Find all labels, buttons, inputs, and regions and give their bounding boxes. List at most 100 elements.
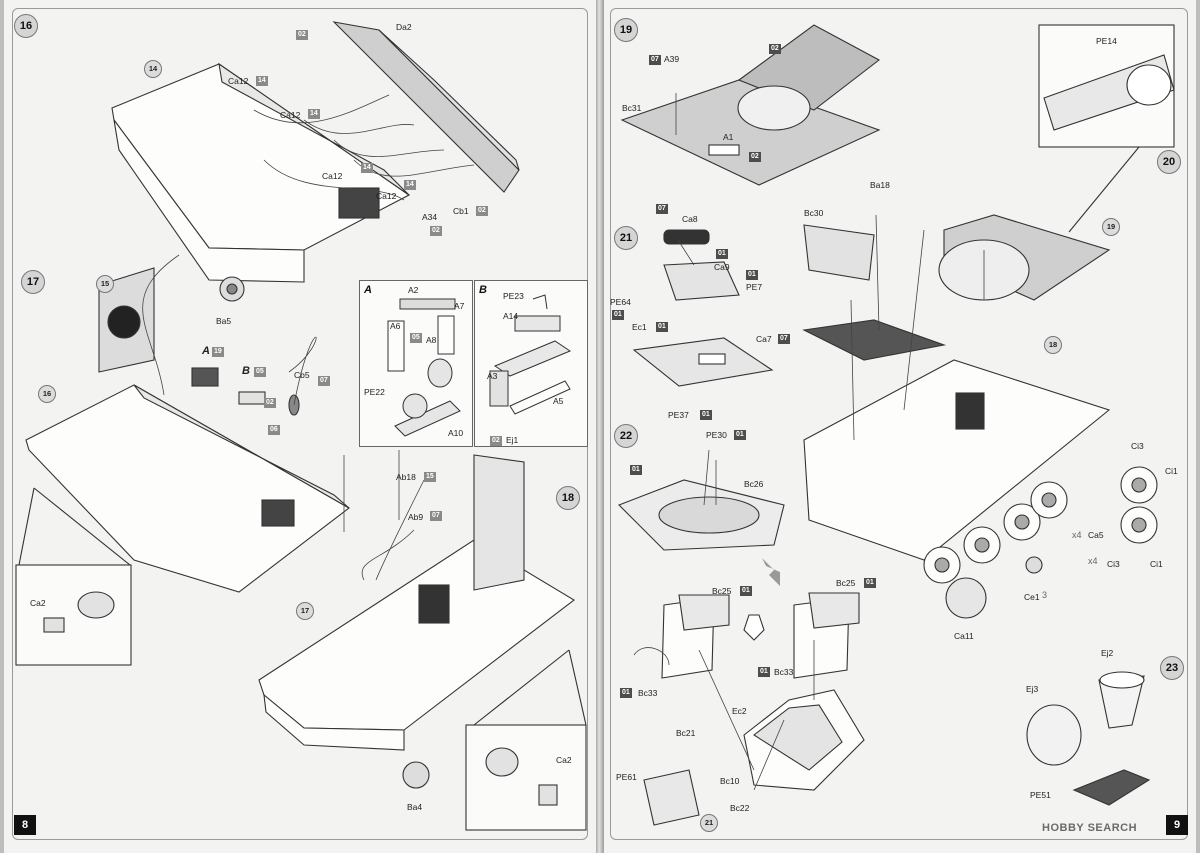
- part-ref-15: 15: [96, 275, 114, 293]
- part-label: Ca12: [376, 191, 397, 201]
- page-number: 9: [1166, 815, 1188, 835]
- part-label: Ej2: [1101, 648, 1114, 658]
- part-label: Ba5: [216, 316, 232, 326]
- part-label: A34: [422, 212, 438, 222]
- watermark: HOBBY SEARCH: [1042, 822, 1138, 834]
- part-label: Bc25: [836, 578, 856, 588]
- sprue-tag: 07: [656, 204, 668, 214]
- part-label: Ba4: [407, 802, 423, 812]
- part-ref-17: 17: [296, 602, 314, 620]
- part-label: Ca2: [30, 598, 46, 608]
- sprue-tag: 01: [864, 578, 876, 588]
- subassembly-b-title: B: [479, 284, 487, 296]
- page-frame: [610, 8, 1188, 840]
- sprue-tag: 14: [404, 180, 416, 190]
- sprue-tag: 14: [308, 109, 320, 119]
- part-label: Ba18: [870, 180, 890, 190]
- part-ref-14: 14: [144, 60, 162, 78]
- part-label: Bc26: [744, 479, 764, 489]
- sprue-tag: 01: [620, 688, 632, 698]
- book-gutter: [596, 0, 604, 853]
- sprue-tag: 02: [296, 30, 308, 40]
- part-label: Bc33: [774, 667, 794, 677]
- part-label: A10: [448, 428, 464, 438]
- sprue-tag: 02: [749, 152, 761, 162]
- part-ref-21: 21: [700, 814, 718, 832]
- part-label: PE23: [503, 291, 524, 301]
- part-label: Ej3: [1026, 684, 1039, 694]
- part-label: Ce1: [1024, 592, 1040, 602]
- step-17-number: 17: [21, 270, 45, 294]
- part-label: A2: [408, 285, 419, 295]
- sprue-tag: 02: [430, 226, 442, 236]
- sprue-tag: 15: [424, 472, 436, 482]
- sprue-tag: 05: [254, 367, 266, 377]
- part-label: A3: [487, 371, 498, 381]
- part-label: PE61: [616, 772, 637, 782]
- step-22-number: 22: [614, 424, 638, 448]
- part-label: Ec2: [732, 706, 747, 716]
- sprue-tag: 05: [410, 333, 422, 343]
- part-label: PE30: [706, 430, 727, 440]
- part-label: Ca11: [954, 631, 974, 641]
- part-label: A8: [426, 335, 437, 345]
- part-label: Cb5: [294, 370, 310, 380]
- part-label: PE64: [610, 297, 631, 307]
- subassembly-a-box: A A2 A6 05 A7 A8 PE22 A10: [359, 280, 473, 447]
- part-label: Ab9: [408, 512, 424, 522]
- sprue-tag: 01: [656, 322, 668, 332]
- part-label: Bc30: [804, 208, 824, 218]
- sprue-tag: 01: [612, 310, 624, 320]
- sprue-tag: 02: [490, 436, 502, 446]
- part-label: Bc10: [720, 776, 740, 786]
- subassembly-a-title: A: [364, 284, 372, 296]
- part-label: Ci3: [1131, 441, 1144, 451]
- part-label: A7: [454, 301, 465, 311]
- sprue-tag: 02: [264, 398, 276, 408]
- part-label: PE37: [668, 410, 689, 420]
- sprue-tag: 01: [630, 465, 642, 475]
- part-label: A1: [723, 132, 734, 142]
- sprue-tag: 01: [734, 430, 746, 440]
- part-label: Ab18: [396, 472, 416, 482]
- step-18-number: 18: [556, 486, 580, 510]
- sprue-tag: 14: [256, 76, 268, 86]
- sprue-tag: 07: [649, 55, 661, 65]
- part-label: PE51: [1030, 790, 1051, 800]
- part-label: Da2: [396, 22, 412, 32]
- subassembly-ref-b: B: [242, 365, 250, 377]
- part-label: PE14: [1096, 36, 1117, 46]
- part-ref-16: 16: [38, 385, 56, 403]
- part-label: Ca2: [556, 755, 572, 765]
- part-label: Ec1: [632, 322, 647, 332]
- part-label: Ca8: [682, 214, 698, 224]
- part-label: Ca12: [280, 110, 301, 120]
- part-ref-19: 19: [1102, 218, 1120, 236]
- sprue-tag: 02: [769, 44, 781, 54]
- right-page: 19 07 A39 Bc31 02 A1 02 20 PE14 Ba18 Bc3…: [604, 0, 1196, 853]
- step-19-number: 19: [614, 18, 638, 42]
- quantity-marker: x4: [1072, 530, 1082, 540]
- sprue-tag: 07: [430, 511, 442, 521]
- sprue-tag: 01: [758, 667, 770, 677]
- subassembly-b-box: B PE23 A14 A3 A5: [474, 280, 588, 447]
- page-number: 8: [14, 815, 36, 835]
- part-ref-18: 18: [1044, 336, 1062, 354]
- sprue-tag: 14: [361, 163, 373, 173]
- step-16-number: 16: [14, 14, 38, 38]
- part-label: Ci1: [1150, 559, 1163, 569]
- sprue-tag: 01: [700, 410, 712, 420]
- quantity-marker: 3: [1042, 590, 1048, 600]
- part-label: Bc22: [730, 803, 750, 813]
- part-label: Ca12: [322, 171, 343, 181]
- part-label: Bc21: [676, 728, 696, 738]
- sprue-tag: 01: [746, 270, 758, 280]
- part-label: Ci1: [1165, 466, 1178, 476]
- part-label: Ca9: [714, 262, 730, 272]
- sprue-tag: 06: [268, 425, 280, 435]
- subassembly-ref-a: A: [202, 345, 210, 357]
- right-page-illustrations: [618, 24, 1175, 826]
- part-label: Ca7: [756, 334, 772, 344]
- part-label: Bc31: [622, 103, 642, 113]
